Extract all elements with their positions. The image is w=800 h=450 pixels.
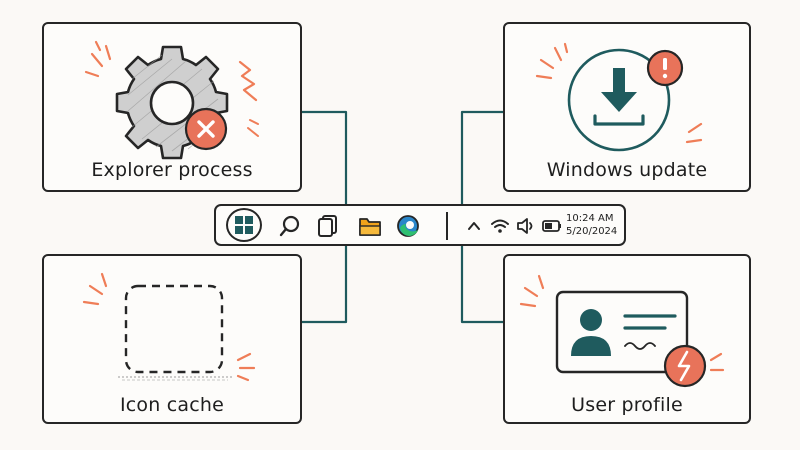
explorer-process-card: Explorer process — [42, 22, 302, 192]
clock-time: 10:24 AM — [566, 213, 614, 224]
system-clock[interactable]: 10:24 AM 5/20/2024 — [566, 212, 626, 238]
user-profile-card: User profile — [503, 254, 751, 424]
windows-start-icon[interactable] — [226, 208, 262, 242]
search-icon[interactable] — [276, 212, 304, 240]
icon-cache-label: Icon cache — [119, 394, 225, 416]
clock-date: 5/20/2024 — [566, 226, 618, 237]
chevron-up-icon[interactable] — [460, 212, 488, 240]
connector-update — [460, 110, 505, 206]
profile-card-broken-icon — [519, 274, 725, 388]
download-alert-icon — [535, 42, 703, 152]
dashed-placeholder-icon — [82, 272, 256, 382]
connector-explorer — [300, 110, 348, 206]
wifi-icon[interactable] — [486, 212, 514, 240]
gear-error-icon — [84, 40, 259, 160]
taskbar: 10:24 AM 5/20/2024 — [214, 204, 626, 246]
connector-icon-cache — [300, 244, 348, 324]
explorer-process-label: Explorer process — [91, 159, 253, 181]
taskbar-divider — [446, 212, 448, 240]
speaker-icon[interactable] — [512, 212, 540, 240]
folder-icon[interactable] — [356, 212, 384, 240]
windows-update-card: Windows update — [503, 22, 751, 192]
battery-icon[interactable] — [538, 212, 566, 240]
user-profile-label: User profile — [571, 394, 683, 416]
edge-browser-icon[interactable] — [394, 212, 422, 240]
windows-update-label: Windows update — [546, 159, 708, 181]
icon-cache-card: Icon cache — [42, 254, 302, 424]
connector-user-profile — [460, 244, 505, 324]
task-view-icon[interactable] — [314, 212, 342, 240]
